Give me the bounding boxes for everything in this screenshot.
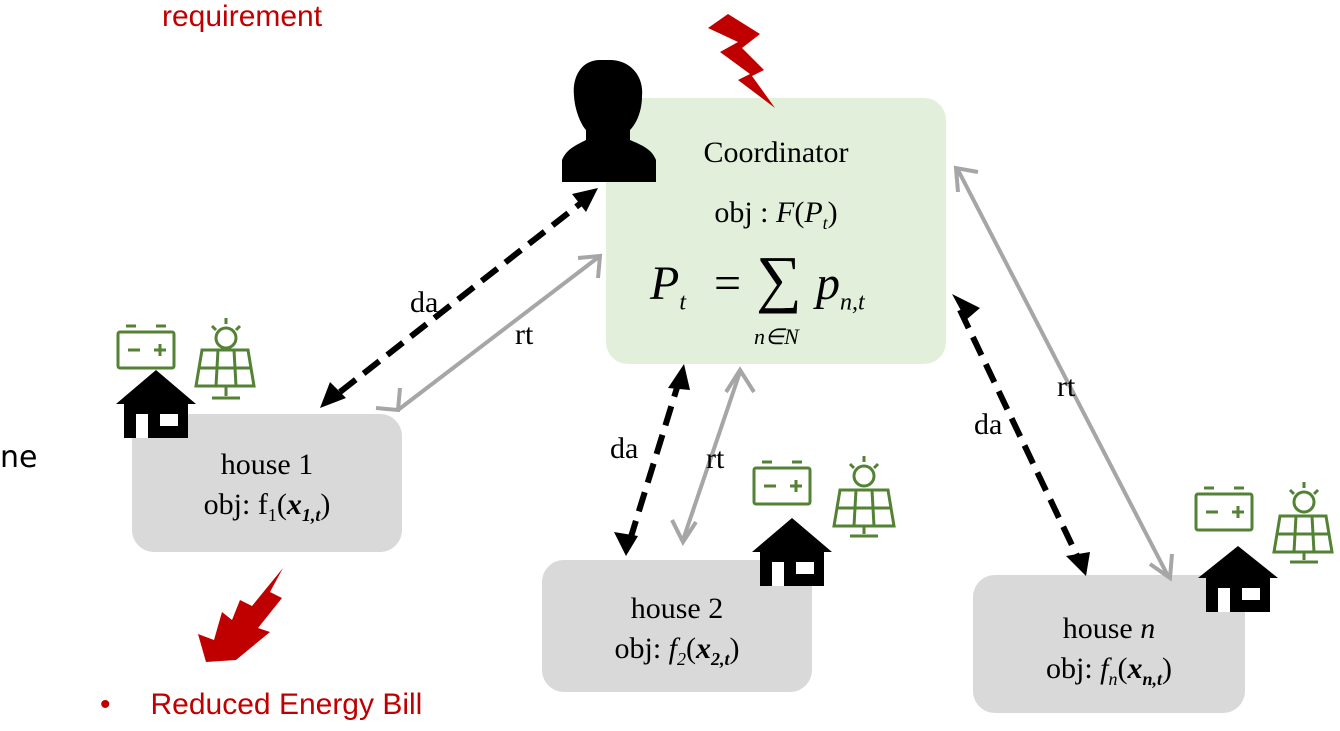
lightning-icon-top xyxy=(708,14,775,108)
link-label-da-1: da xyxy=(410,286,439,319)
sum-symbol: ∑ xyxy=(756,243,802,314)
rt-arrow-2 xyxy=(670,366,756,547)
top-text: requirement xyxy=(162,0,323,33)
house-icon-n xyxy=(1198,546,1278,612)
solar-panel-icon-2 xyxy=(832,456,896,538)
da-arrow-3-head-top xyxy=(952,294,980,320)
bullet-dot: • xyxy=(100,688,111,721)
battery-icon-1 xyxy=(116,324,176,370)
solar-panel-icon-n xyxy=(1272,482,1334,564)
link-label-rt-3: rt xyxy=(1057,370,1076,403)
sum-index: n∈N xyxy=(754,324,799,349)
house-1-objective: obj: f1(x1,t) xyxy=(203,488,331,525)
sum-equation: Pt = ∑ pn,t n∈N xyxy=(650,243,865,349)
da-arrow-3 xyxy=(957,308,1083,564)
rt-arrow-3 xyxy=(953,165,1174,582)
house-2-objective: obj: f2(x2,t) xyxy=(614,632,740,669)
coordinator-box[interactable] xyxy=(606,98,946,364)
solar-panel-icon-1 xyxy=(194,318,256,400)
link-label-da-2: da xyxy=(610,432,639,465)
da-arrow-1-head-top xyxy=(572,188,598,212)
link-label-da-3: da xyxy=(974,408,1003,441)
lightning-icon-bottom xyxy=(198,568,283,662)
da-arrow-2-head-top xyxy=(668,364,690,390)
da-arrow-2-head-bottom xyxy=(614,532,638,556)
house-1-title: house 1 xyxy=(220,448,314,481)
da-arrow-3-head-bottom xyxy=(1066,552,1090,576)
house-n-box[interactable] xyxy=(973,575,1245,713)
rt-arrow-1 xyxy=(375,253,603,413)
coordinator-objective: obj : F(Pt) xyxy=(714,196,838,233)
person-icon xyxy=(562,60,656,182)
house-n-title: house n xyxy=(1062,612,1156,645)
da-arrow-1-head-bottom xyxy=(320,382,346,408)
bullet-text: Reduced Energy Bill xyxy=(150,688,423,721)
house-n-objective: obj: fn(xn,t) xyxy=(1045,652,1173,689)
house-icon-2 xyxy=(752,518,832,586)
bullet-item: • Reduced Energy Bill xyxy=(100,688,422,722)
da-arrow-1 xyxy=(338,193,592,395)
coordinator-title: Coordinator xyxy=(703,136,849,169)
house-icon-1 xyxy=(116,370,196,438)
link-label-rt-2: rt xyxy=(706,442,725,475)
battery-icon-n xyxy=(1194,486,1254,532)
battery-icon-2 xyxy=(752,460,812,506)
house-2-title: house 2 xyxy=(630,592,724,625)
left-edge-text: ne xyxy=(0,440,38,475)
link-label-rt-1: rt xyxy=(515,318,534,351)
